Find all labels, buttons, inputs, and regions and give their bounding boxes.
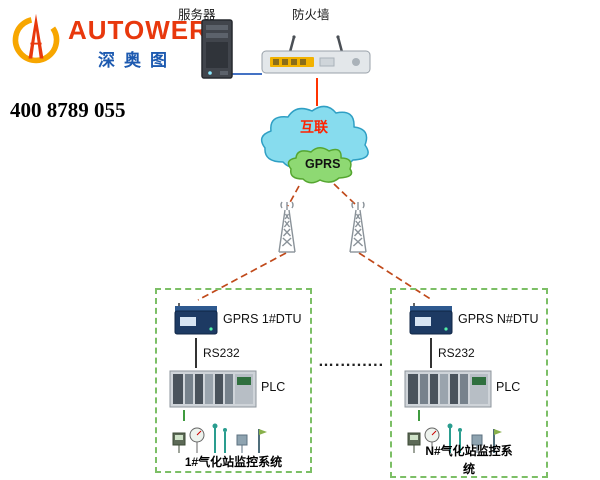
plc-field-link-line bbox=[418, 410, 420, 421]
serial-label: RS232 bbox=[438, 346, 475, 360]
plc-device-icon bbox=[169, 370, 257, 408]
phone-number: 400 8789 055 bbox=[10, 98, 126, 122]
field-instruments-icon bbox=[172, 423, 267, 453]
serial-link-line bbox=[195, 338, 197, 368]
dtu-device-icon bbox=[409, 303, 453, 335]
field-instruments-icon bbox=[407, 423, 502, 453]
dots-separator: …......... bbox=[318, 353, 385, 370]
internet-cloud-label: 互联 bbox=[300, 119, 328, 135]
gprs-cloud-label: GPRS bbox=[305, 157, 341, 171]
logo-text: AUTOWER 深奥图 bbox=[68, 8, 209, 71]
antenna-tower-icon bbox=[349, 201, 367, 253]
serial-label: RS232 bbox=[203, 346, 240, 360]
plc-label: PLC bbox=[261, 380, 286, 394]
dtu-label: GPRS N#DTU bbox=[458, 312, 539, 326]
antenna-tower-icon bbox=[278, 201, 296, 253]
dtu-device-icon bbox=[174, 303, 218, 335]
brand-name-cn: 深奥图 bbox=[98, 50, 176, 70]
plc-device-icon bbox=[404, 370, 492, 408]
dtu-label: GPRS 1#DTU bbox=[223, 312, 302, 326]
gprs-cloud-shape bbox=[287, 147, 353, 184]
brand-name: AUTOWER bbox=[68, 15, 209, 45]
plc-field-link-line bbox=[183, 410, 185, 421]
serial-link-line bbox=[430, 338, 432, 368]
server-label: 服务器 bbox=[178, 8, 216, 22]
station-caption: N#气化站监控系统 bbox=[425, 444, 513, 476]
station-box-1: GPRS 1#DTU RS232 PLC bbox=[155, 288, 312, 473]
firewall-router-icon bbox=[261, 35, 371, 74]
station-box-n: GPRS N#DTU RS232 PLC bbox=[390, 288, 548, 478]
plc-label: PLC bbox=[496, 380, 521, 394]
server-tower-icon bbox=[201, 19, 233, 79]
station-caption: 1#气化站监控系统 bbox=[184, 455, 283, 469]
autower-logo-icon bbox=[12, 13, 60, 64]
autower-logo: AUTOWER 深奥图 bbox=[8, 8, 209, 71]
firewall-label: 防火墙 bbox=[292, 8, 330, 22]
